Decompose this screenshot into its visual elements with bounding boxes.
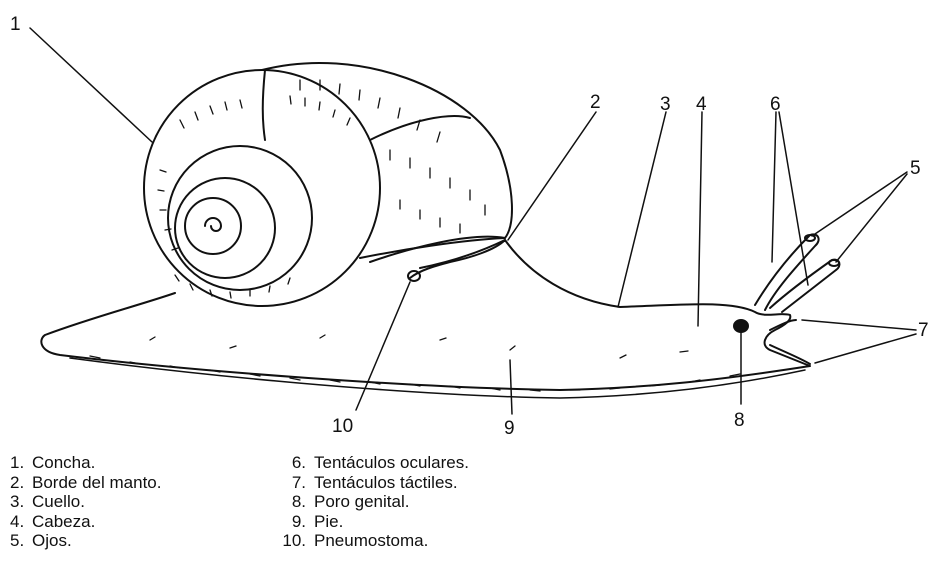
- callout-3: 3: [660, 94, 671, 115]
- legend-number: 3.: [10, 492, 24, 512]
- legend-label: Pie.: [314, 512, 343, 532]
- legend-item: 2. Borde del manto.: [10, 473, 161, 493]
- callout-8: 8: [734, 410, 745, 431]
- snail-diagram: 1 2 3 4 5 6 7 8 9 10: [0, 0, 928, 440]
- shell-apex: [205, 218, 221, 231]
- shell-suture-1: [263, 70, 265, 140]
- callout-1: 1: [10, 14, 21, 35]
- shell-whorl-4: [185, 198, 241, 254]
- legend-label: Pneumostoma.: [314, 531, 428, 551]
- callout-line-7b: [815, 334, 916, 363]
- foot-sole-line: [70, 358, 805, 398]
- legend-number: 2.: [10, 473, 24, 493]
- legend-label: Borde del manto.: [32, 473, 161, 493]
- legend-label: Tentáculos oculares.: [314, 453, 469, 473]
- legend-number: 7.: [280, 473, 306, 493]
- legend-label: Concha.: [32, 453, 95, 473]
- callout-line-7a: [802, 320, 916, 330]
- callout-line-9: [510, 360, 512, 414]
- ocular-tentacle-1: [755, 234, 819, 310]
- legend-number: 5.: [10, 531, 24, 551]
- legend-label: Ojos.: [32, 531, 72, 551]
- callout-line-6b: [779, 112, 808, 285]
- legend-label: Tentáculos táctiles.: [314, 473, 458, 493]
- legend-item: 7. Tentáculos táctiles.: [280, 473, 469, 493]
- callout-5: 5: [910, 158, 921, 179]
- legend-item: 3. Cuello.: [10, 492, 161, 512]
- callout-line-3: [618, 112, 666, 307]
- legend-number: 8.: [280, 492, 306, 512]
- legend-item: 9. Pie.: [280, 512, 469, 532]
- callout-line-5b: [836, 174, 907, 262]
- callout-2: 2: [590, 92, 601, 113]
- shell-whorl-3: [175, 178, 275, 278]
- snail-foot-outline: [41, 240, 810, 390]
- genital-pore: [734, 320, 748, 332]
- callout-10: 10: [332, 416, 353, 437]
- callout-line-1: [30, 28, 152, 142]
- legend-number: 1.: [10, 453, 24, 473]
- tactile-tentacle-bottom: [770, 345, 810, 364]
- legend-number: 4.: [10, 512, 24, 532]
- tactile-tentacle-top: [770, 320, 796, 330]
- callout-4: 4: [696, 94, 707, 115]
- callout-line-4: [698, 112, 702, 326]
- legend-label: Cuello.: [32, 492, 85, 512]
- callout-line-2: [508, 112, 596, 240]
- legend-number: 6.: [280, 453, 306, 473]
- legend-item: 8. Poro genital.: [280, 492, 469, 512]
- legend-label: Cabeza.: [32, 512, 95, 532]
- callout-line-6a: [772, 112, 776, 262]
- callout-line-5a: [812, 172, 907, 236]
- legend-number: 9.: [280, 512, 306, 532]
- legend-item: 5. Ojos.: [10, 531, 161, 551]
- legend-item: 6. Tentáculos oculares.: [280, 453, 469, 473]
- legend-item: 1. Concha.: [10, 453, 161, 473]
- legend-label: Poro genital.: [314, 492, 409, 512]
- legend-item: 10. Pneumostoma.: [280, 531, 469, 551]
- mantle-border: [360, 238, 505, 258]
- legend-number: 10.: [280, 531, 306, 551]
- legend-column-left: 1. Concha. 2. Borde del manto. 3. Cuello. 4…: [10, 453, 161, 551]
- shell-body-whorl: [262, 63, 512, 262]
- legend-column-right: 6. Tentáculos oculares. 7. Tentáculos táct…: [280, 453, 469, 551]
- callout-6: 6: [770, 94, 781, 115]
- legend-item: 4. Cabeza.: [10, 512, 161, 532]
- callout-9: 9: [504, 418, 515, 439]
- callout-7: 7: [918, 320, 928, 341]
